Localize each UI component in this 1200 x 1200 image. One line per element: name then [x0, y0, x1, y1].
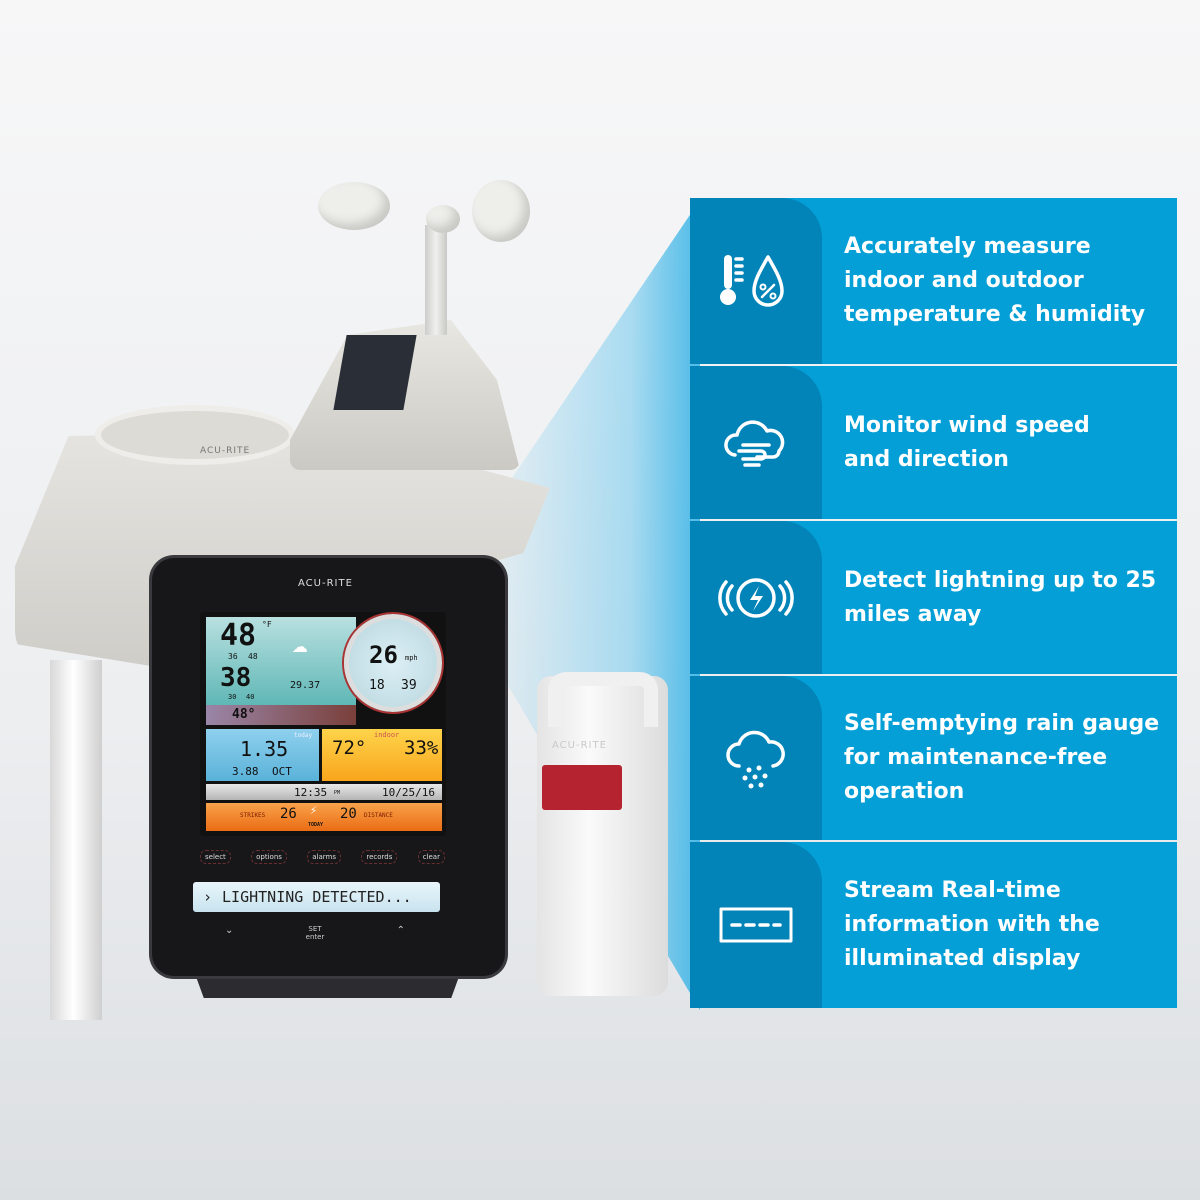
up-button[interactable]: ⌃ — [396, 925, 405, 936]
humidity-high: 40 — [246, 693, 255, 701]
outdoor-temp: 48 — [220, 618, 257, 653]
temp-high: 48 — [248, 652, 258, 661]
clear-button[interactable]: clear — [417, 850, 445, 864]
temp-low: 36 — [228, 652, 238, 661]
feature-wind: Monitor wind speed and direction — [690, 366, 1177, 519]
rain-today: 1.35 — [240, 737, 289, 761]
feature-text-line: Monitor wind speed — [844, 412, 1090, 438]
wind-speed: 26 — [369, 641, 398, 669]
feature-text-line: for maintenance-free — [844, 745, 1108, 770]
feature-text-line: operation — [844, 779, 965, 804]
wind-unit: mph — [405, 654, 418, 662]
anemometer-cup — [318, 182, 390, 230]
outdoor-section: 48 °F 36 48 38 30 40 29.37 ☁ — [206, 617, 356, 705]
message-arrow-icon: › — [203, 888, 213, 906]
feels-like-temp: 48° — [232, 707, 256, 722]
feature-text-line: information with the — [844, 912, 1100, 937]
feels-like-strip: 48° — [206, 705, 356, 725]
sensor-brand-logo: ACU-RITE — [200, 446, 251, 456]
strike-count: 26 — [280, 806, 297, 822]
wind-gauge: 26 mph 18 39 — [344, 614, 442, 712]
anemometer-mast — [425, 225, 447, 335]
clock-suffix: PM — [334, 790, 341, 796]
feature-text-line: miles away — [844, 601, 982, 627]
sensor-indicator-panel — [542, 765, 622, 810]
wind-gust: 39 — [401, 678, 417, 693]
feature-text-line: Detect lightning up to 25 — [844, 567, 1157, 593]
feature-text-line: indoor and outdoor — [844, 268, 1084, 293]
feature-rain-gauge: Self-emptying rain gauge for maintenance-… — [690, 676, 1177, 840]
display-icon — [690, 842, 822, 1008]
indoor-label: indoor — [374, 731, 400, 739]
feature-text-line: Self-emptying rain gauge — [844, 711, 1160, 736]
rain-collector — [95, 405, 295, 465]
down-button[interactable]: ⌄ — [225, 925, 234, 936]
lightning-section: STRIKES 26 ⚡ 20 DISTANCE TODAY — [206, 803, 442, 831]
rain-month: 3.88 — [232, 765, 259, 778]
console-brand-logo: ACU-RITE — [298, 578, 353, 589]
options-button[interactable]: options — [251, 850, 287, 864]
barometric-pressure: 29.37 — [290, 680, 321, 691]
records-button[interactable]: records — [361, 850, 398, 864]
indoor-section: 72° indoor 33% — [322, 729, 442, 781]
distance-label: DISTANCE — [364, 812, 393, 819]
feature-lightning: Detect lightning up to 25 miles away — [690, 521, 1177, 674]
humidity-low: 30 — [228, 693, 237, 701]
rain-section: 1.35 today 3.88 OCT — [206, 729, 319, 781]
set-label: SET — [308, 925, 322, 933]
anemometer-hub — [426, 205, 460, 233]
thermometer-humidity-icon — [690, 198, 822, 364]
feature-display: Stream Real-time information with the illu… — [690, 842, 1177, 1008]
lightning-bolt-icon: ⚡ — [310, 803, 318, 817]
time-strip: 12:35 PM 10/25/16 — [206, 784, 442, 800]
rain-cloud-forecast-icon: ☁ — [292, 629, 308, 659]
indoor-sensor-brand-logo: ACU-RITE — [552, 740, 607, 751]
message-display: › LIGHTNING DETECTED... — [193, 882, 440, 912]
alarms-button[interactable]: alarms — [307, 850, 342, 864]
enter-label: enter — [305, 933, 325, 941]
anemometer-cup — [472, 180, 530, 242]
rain-cloud-icon — [690, 676, 822, 840]
feature-text-line: Stream Real-time — [844, 878, 1061, 903]
lightning-icon — [690, 521, 822, 674]
console-button-row: select options alarms records clear — [200, 850, 445, 864]
strikes-label: STRIKES — [240, 812, 266, 819]
indoor-sensor — [537, 676, 668, 996]
outdoor-humidity: 38 — [220, 663, 252, 693]
feature-temperature-humidity: Accurately measure indoor and outdoor temp… — [690, 198, 1177, 364]
indoor-humidity: 33% — [404, 737, 439, 759]
feature-text-line: illuminated display — [844, 946, 1081, 971]
message-text: LIGHTNING DETECTED... — [222, 888, 412, 906]
solar-panel — [333, 335, 417, 410]
date: 10/25/16 — [382, 786, 435, 799]
feature-text-line: Accurately measure — [844, 234, 1091, 259]
mounting-pole — [50, 660, 102, 1020]
wind-cloud-icon — [690, 366, 822, 519]
feature-text-line: temperature & humidity — [844, 302, 1146, 327]
today-label: TODAY — [308, 822, 324, 828]
rain-today-label: today — [294, 732, 313, 739]
indoor-temp: 72° — [332, 737, 367, 759]
feature-text-line: and direction — [844, 446, 1009, 472]
wind-average: 18 — [369, 678, 385, 693]
sensor-handle — [548, 672, 658, 727]
temp-unit: °F — [262, 620, 272, 629]
rain-month-label: OCT — [272, 765, 292, 778]
select-button[interactable]: select — [200, 850, 231, 864]
clock-time: 12:35 — [294, 786, 328, 799]
strike-distance: 20 — [340, 806, 357, 822]
